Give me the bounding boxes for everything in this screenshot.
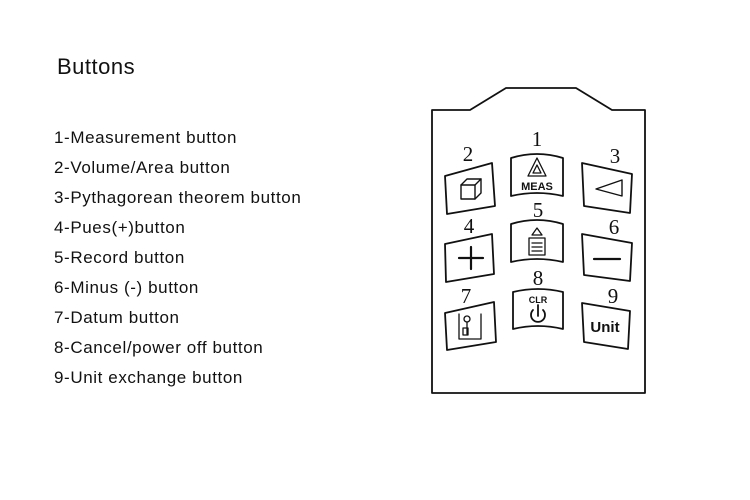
- legend-item-record: 5-Record button: [54, 248, 185, 267]
- record-stack-icon: [528, 227, 546, 256]
- legend-item-plus: 4-Pues(+)button: [54, 218, 186, 237]
- key-number-5: 5: [533, 198, 544, 222]
- legend-item-volume-area: 2-Volume/Area button: [54, 158, 231, 177]
- triangle-measure-icon: [527, 157, 547, 177]
- record-key: [510, 219, 564, 263]
- unit-key: Unit: [581, 302, 631, 350]
- legend-item-datum: 7-Datum button: [54, 308, 180, 327]
- key-number-4: 4: [464, 214, 475, 238]
- clear-power-key: CLR: [512, 288, 564, 330]
- measure-key-label: MEAS: [521, 181, 553, 193]
- cube-icon: [460, 178, 482, 200]
- key-number-9: 9: [608, 284, 619, 308]
- key-number-6: 6: [609, 215, 620, 239]
- power-icon: [530, 304, 546, 323]
- datum-key: [444, 301, 497, 351]
- plus-icon: [457, 245, 485, 271]
- volume-area-key: [444, 162, 496, 215]
- unit-key-label: Unit: [590, 319, 619, 336]
- page-title: Buttons: [57, 54, 136, 79]
- plus-key: [444, 233, 495, 283]
- clear-key-label: CLR: [529, 295, 548, 305]
- device-outline: [431, 87, 646, 394]
- pythagorean-key: [581, 162, 633, 214]
- key-number-2: 2: [463, 142, 474, 166]
- legend-item-unit-exchange: 9-Unit exchange button: [54, 368, 243, 387]
- button-legend-list: 1-Measurement button 2-Volume/Area butto…: [54, 127, 301, 397]
- legend-item-pythagorean: 3-Pythagorean theorem button: [54, 188, 302, 207]
- measure-key: MEAS: [510, 153, 564, 197]
- datum-reference-icon: [458, 313, 482, 340]
- minus-key: [581, 233, 633, 282]
- legend-item-measurement: 1-Measurement button: [54, 128, 238, 147]
- key-number-8: 8: [533, 266, 544, 290]
- key-number-7: 7: [461, 284, 472, 308]
- angle-triangle-icon: [595, 179, 623, 197]
- legend-item-minus: 6-Minus (-) button: [54, 278, 199, 297]
- key-number-1: 1: [532, 127, 543, 151]
- legend-item-cancel-power: 8-Cancel/power off button: [54, 338, 264, 357]
- key-number-3: 3: [610, 144, 621, 168]
